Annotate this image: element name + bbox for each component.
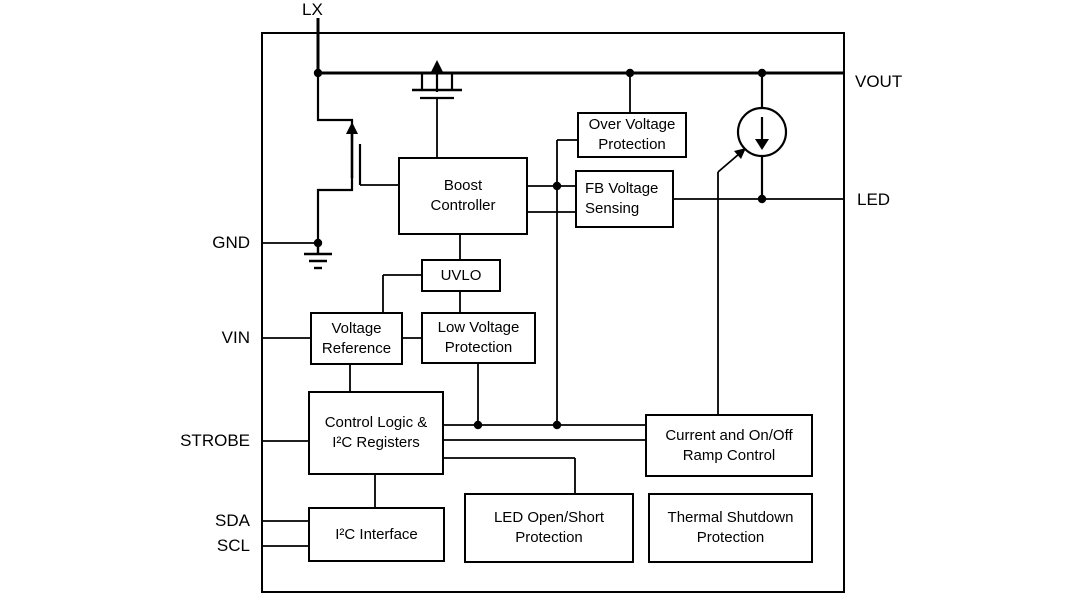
block-voltage-reference: Voltage Reference: [310, 312, 403, 365]
power-rails: [316, 18, 845, 75]
block-uvlo: UVLO: [421, 259, 501, 292]
pin-label-vout: VOUT: [855, 72, 903, 91]
chip-outline: [261, 32, 845, 593]
rectifier-fet-icon: [412, 60, 462, 157]
pin-label-sda: SDA: [215, 511, 250, 530]
block-led-open-short-protection: LED Open/Short Protection: [464, 493, 634, 563]
pin-label-gnd: GND: [212, 233, 250, 252]
block-over-voltage-protection: Over Voltage Protection: [577, 112, 687, 158]
block-thermal-shutdown-protection: Thermal Shutdown Protection: [648, 493, 813, 563]
junction-dots: [313, 68, 767, 430]
current-source-icon: [734, 73, 788, 199]
pin-label-scl: SCL: [216, 536, 250, 555]
block-control-logic-i2c-registers: Control Logic & I²C Registers: [308, 391, 444, 475]
pin-label-lx: LX: [302, 0, 323, 19]
block-i2c-interface: I²C Interface: [308, 507, 445, 562]
block-current-ramp-control: Current and On/Off Ramp Control: [645, 414, 813, 477]
pin-label-strobe: STROBE: [180, 431, 250, 450]
pin-label-led: LED: [857, 190, 891, 209]
block-fb-voltage-sensing: FB Voltage Sensing: [575, 170, 674, 228]
nmos-transistor-icon: [316, 73, 398, 243]
block-low-voltage-protection: Low Voltage Protection: [421, 312, 536, 364]
pin-label-vin: VIN: [221, 328, 250, 347]
block-boost-controller: Boost Controller: [398, 157, 528, 235]
